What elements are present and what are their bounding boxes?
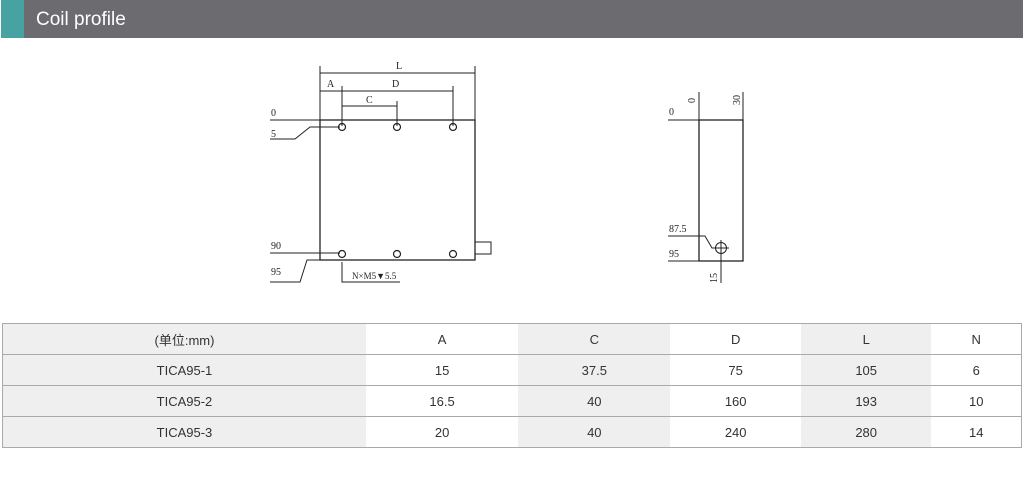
table-row: TICA95-3 20 40 240 280 14 bbox=[2, 416, 1022, 448]
cell: TICA95-3 bbox=[2, 416, 366, 448]
dim-y90: 90 bbox=[271, 241, 281, 252]
front-view: L A D C 0 5 90 95 N×M5▼5.5 bbox=[270, 61, 492, 283]
cell: 105 bbox=[800, 354, 932, 386]
cell: 240 bbox=[670, 416, 801, 448]
cell: 16.5 bbox=[365, 385, 519, 417]
cell: TICA95-1 bbox=[2, 354, 366, 386]
table-row: TICA95-2 16.5 40 160 193 10 bbox=[2, 385, 1022, 417]
side-x15: 15 bbox=[709, 273, 720, 283]
side-y0: 0 bbox=[669, 107, 674, 118]
hole-note: N×M5▼5.5 bbox=[352, 271, 397, 281]
cell: 6 bbox=[931, 354, 1022, 386]
dim-L: L bbox=[396, 61, 402, 72]
table-header-row: (单位:mm) A C D L N bbox=[2, 323, 1022, 355]
header-cell: (单位:mm) bbox=[2, 323, 366, 355]
cell: 14 bbox=[931, 416, 1022, 448]
cell: 20 bbox=[365, 416, 519, 448]
dim-D: D bbox=[392, 79, 399, 90]
dim-C: C bbox=[366, 95, 373, 106]
cell: TICA95-2 bbox=[2, 385, 366, 417]
header-cell: A bbox=[365, 323, 519, 355]
header-cell: D bbox=[670, 323, 801, 355]
header-cell: C bbox=[518, 323, 671, 355]
dim-y5: 5 bbox=[271, 129, 276, 140]
cell: 10 bbox=[931, 385, 1022, 417]
cell: 15 bbox=[365, 354, 519, 386]
dim-y95: 95 bbox=[271, 267, 281, 278]
table-row: TICA95-1 15 37.5 75 105 6 bbox=[2, 354, 1022, 386]
section-title: Coil profile bbox=[36, 9, 126, 30]
cell: 37.5 bbox=[518, 354, 671, 386]
header-accent bbox=[1, 0, 24, 38]
coil-drawing: L A D C 0 5 90 95 N×M5▼5.5 0 87.5 95 0 3… bbox=[270, 61, 744, 283]
dim-y0: 0 bbox=[271, 108, 276, 119]
side-x30: 30 bbox=[732, 95, 743, 105]
side-y87-5: 87.5 bbox=[669, 224, 687, 235]
cell: 40 bbox=[518, 416, 671, 448]
side-view: 0 87.5 95 0 30 15 bbox=[668, 92, 744, 283]
cell: 40 bbox=[518, 385, 671, 417]
cell: 193 bbox=[800, 385, 932, 417]
cell: 75 bbox=[670, 354, 801, 386]
side-x0: 0 bbox=[687, 98, 698, 103]
section-header: Coil profile bbox=[1, 0, 1023, 38]
spec-table: (单位:mm) A C D L N TICA95-1 15 37.5 75 10… bbox=[2, 323, 1022, 448]
header-cell: L bbox=[800, 323, 932, 355]
dim-A: A bbox=[327, 79, 335, 90]
side-y95: 95 bbox=[669, 249, 679, 260]
cell: 280 bbox=[800, 416, 932, 448]
header-cell: N bbox=[931, 323, 1022, 355]
cell: 160 bbox=[670, 385, 801, 417]
